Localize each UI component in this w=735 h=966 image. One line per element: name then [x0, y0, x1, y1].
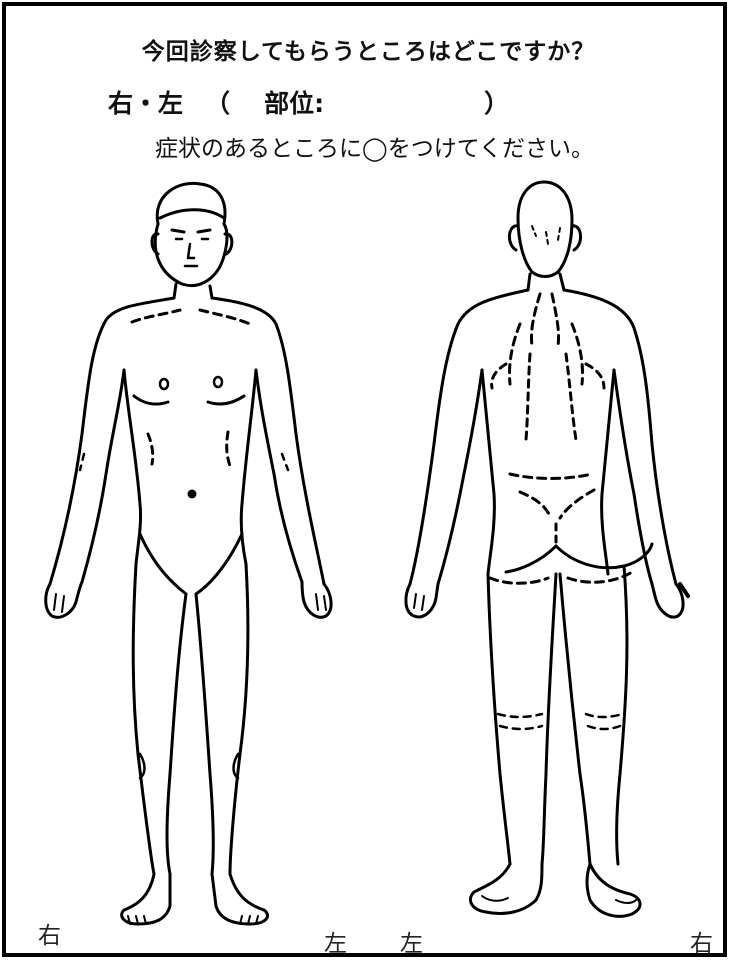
body-part-label: 部位: — [264, 89, 324, 118]
back-body-figure[interactable] — [406, 182, 688, 916]
questionnaire-sheet: 今回診察してもらうところはどこですか？ 右・左（部位:） 症状のあるところに◯を… — [2, 2, 727, 957]
front-right-side-label: 右 — [38, 916, 61, 950]
side-right-option[interactable]: 右 — [108, 89, 133, 118]
back-left-side-label: 左 — [400, 924, 423, 958]
question-heading: 今回診察してもらうところはどこですか？ — [6, 32, 731, 66]
paren-close: ） — [484, 89, 509, 118]
side-selection-row: 右・左 （ 部位: ） — [108, 84, 509, 120]
front-left-side-label: 左 — [324, 924, 347, 958]
body-diagram[interactable] — [20, 174, 720, 954]
side-left-option[interactable]: 左 — [158, 89, 183, 118]
front-body-figure[interactable] — [46, 183, 331, 924]
side-separator-dot: ・ — [133, 89, 158, 118]
back-right-side-label: 右 — [690, 924, 713, 958]
instruction-text: 症状のあるところに◯をつけてください。 — [6, 129, 731, 163]
paren-open: （ — [205, 89, 230, 118]
